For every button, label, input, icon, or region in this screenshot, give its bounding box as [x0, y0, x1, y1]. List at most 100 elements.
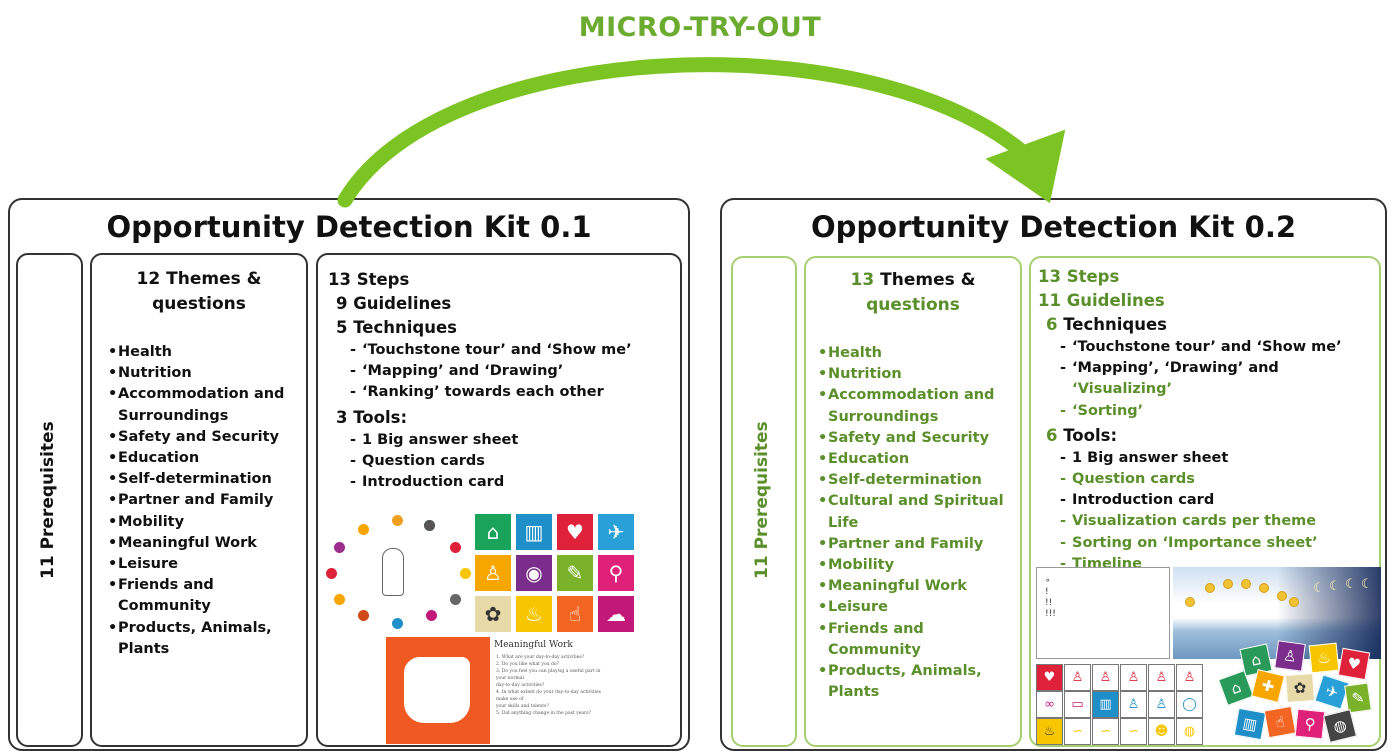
question-line: 2. Do you like what you do? [496, 662, 560, 667]
thumbs-up-icon: ☝ [1263, 705, 1297, 739]
food-bowl-icon: ♨ [515, 595, 553, 633]
sun-icon [1185, 597, 1195, 607]
moon-icon: ☾ [1329, 579, 1341, 594]
food-icon: ∽ [1064, 718, 1091, 745]
moon-icon: ☾ [1345, 577, 1357, 592]
animals-plants-icon: ✿ [474, 595, 512, 633]
kit-0-2-themes-count: 13 [850, 270, 875, 290]
kit-0-2-title: Opportunity Detection Kit 0.2 [810, 210, 1297, 244]
kit-0-2-tools-list: 1 Big answer sheetQuestion cardsIntroduc… [1038, 448, 1378, 575]
food-bowl-icon: ♨ [1308, 642, 1340, 674]
theme-item: Surroundings [118, 407, 229, 424]
answer-dot [358, 610, 369, 621]
person-icon: ♙ [1274, 640, 1306, 672]
theme-item: Products, Animals, [818, 661, 1018, 682]
answer-dot [392, 618, 403, 629]
kit-0-1-guidelines: 9 Guidelines [336, 294, 452, 313]
kit-0-2-guidelines: 11 Guidelines [1038, 291, 1165, 310]
person-icon: ♙ [1120, 664, 1147, 691]
medical-icon: ✚ [1251, 669, 1285, 703]
person-icon: ♙ [1092, 664, 1119, 691]
moon-icon: ☾ [1361, 577, 1373, 592]
sun-icon [1277, 591, 1287, 601]
theme-item: Plants [118, 640, 170, 657]
sun-icon [1259, 583, 1269, 593]
sun-icon [1223, 579, 1233, 589]
kit-0-1-title: Opportunity Detection Kit 0.1 [106, 210, 592, 244]
fence-icon: ▥ [1092, 691, 1119, 718]
speech-bubble-icon: ◯ [1176, 691, 1203, 718]
person-icon: ♙ [1120, 691, 1147, 718]
answer-dot [358, 524, 369, 535]
tool-item: Introduction card [1038, 490, 1378, 511]
answer-dot [334, 542, 345, 553]
answer-dot [424, 520, 435, 531]
kit-0-2-themes-heading-text: Themes & [880, 270, 976, 290]
kit-0-2-prerequisites-panel [731, 256, 797, 747]
theme-item: Cultural and Spiritual [818, 491, 1018, 512]
theme-icon-grid: ⌂ ▥ ♥ ✈ ♙ ◉ ✎ ⚲ ✿ ♨ ☝ ☁ [474, 513, 638, 633]
answer-dot [326, 568, 337, 579]
question-line: 3. Do you feel you can play/sg a useful … [496, 669, 601, 681]
answer-dot [450, 594, 461, 605]
speech-bubble-icon: ☁ [597, 595, 635, 633]
kit-0-2-technique-item: ‘Touchstone tour’ and ‘Show me’ [1038, 337, 1378, 358]
kit-0-2-prerequisites: 11 Prerequisites [752, 421, 772, 579]
question-card-questions: 1. What are your day-to-day activities?2… [496, 654, 612, 717]
theme-item: Self-determination [108, 469, 308, 490]
kit-0-1-themes-list: HealthNutritionAccommodation andSurround… [108, 342, 308, 660]
question-card: Meaningful Work 1. What are your day-to-… [492, 637, 612, 744]
kit-0-2-steps-block: 13 Steps 11 Guidelines 6 Techniques ‘Tou… [1038, 265, 1378, 575]
question-line: 4. In what extent do your day-to-day act… [496, 690, 601, 702]
sun-icon [1241, 579, 1251, 589]
running-person-icon: ⚲ [1294, 708, 1326, 740]
kit-0-2-technique-item: ‘Sorting’ [1038, 401, 1378, 422]
theme-item: Friends and Community [818, 619, 1018, 661]
kit-0-1-tools: 3 Tools: [336, 407, 408, 427]
kit-0-1-themes-heading: 12 Themes & questions [90, 267, 308, 317]
person-icon: ♙ [1148, 691, 1175, 718]
theme-item: Health [108, 342, 308, 363]
kit-0-2-themes-heading: 13 Themes & questions [804, 268, 1022, 318]
kit-0-2-techniques: 6 Techniques [1046, 315, 1167, 334]
theme-item: Friends and Community [108, 575, 308, 617]
kit-0-1-themes-heading-text2: questions [152, 294, 246, 314]
theme-item: Education [108, 448, 308, 469]
kit-0-1-steps: 13 Steps [328, 270, 410, 289]
theme-item: Nutrition [818, 364, 1018, 385]
theme-item: Health [818, 343, 1018, 364]
kit-0-1-prerequisites: 11 Prerequisites [38, 421, 58, 579]
kit-0-2-themes-heading-text2: questions [866, 295, 960, 315]
food-icon: ◍ [1176, 718, 1203, 745]
kit-0-2-themes-list: HealthNutritionAccommodation andSurround… [818, 343, 1018, 703]
person-figure-icon [382, 548, 404, 596]
thumbs-up-icon [404, 657, 470, 723]
theme-item: Nutrition [108, 363, 308, 384]
person-icon: ♙ [474, 554, 512, 592]
car-icon: ▭ [1064, 691, 1091, 718]
fence-icon: ▥ [515, 513, 553, 551]
micro-try-out-label: MICRO-TRY-OUT [578, 12, 822, 43]
kit-0-1-steps-block: 13 Steps 9 Guidelines 5 Techniques ‘Touc… [328, 268, 678, 493]
technique-item: ‘Touchstone tour’ and ‘Show me’ [328, 340, 678, 361]
kit-0-1-themes-heading-text: Themes & [166, 269, 262, 289]
importance-sheet-image: ∘!!!!!! [1036, 567, 1170, 659]
sun-icon [1289, 597, 1299, 607]
fence-icon: ▥ [1233, 707, 1267, 741]
theme-item: Partner and Family [108, 490, 308, 511]
theme-item: Plants [828, 684, 880, 701]
thumbs-up-icon: ☝ [556, 595, 594, 633]
theme-item: Accommodation and [818, 385, 1018, 406]
tool-item: Visualization cards per theme [1038, 511, 1378, 532]
tool-item: Introduction card [328, 472, 678, 493]
big-answer-sheet-image [322, 512, 471, 632]
food-icon: ∽ [1092, 718, 1119, 745]
moon-icon: ☾ [1313, 581, 1325, 596]
tool-item: Sorting on ‘Importance sheet’ [1038, 533, 1378, 554]
theme-item: Self-determination [818, 470, 1018, 491]
kit-0-1-tools-list: 1 Big answer sheetQuestion cardsIntroduc… [328, 430, 678, 494]
bike-icon: ∞ [1036, 691, 1063, 718]
answer-dot [426, 610, 437, 621]
theme-item: Meaningful Work [818, 576, 1018, 597]
theme-item: Mobility [818, 555, 1018, 576]
